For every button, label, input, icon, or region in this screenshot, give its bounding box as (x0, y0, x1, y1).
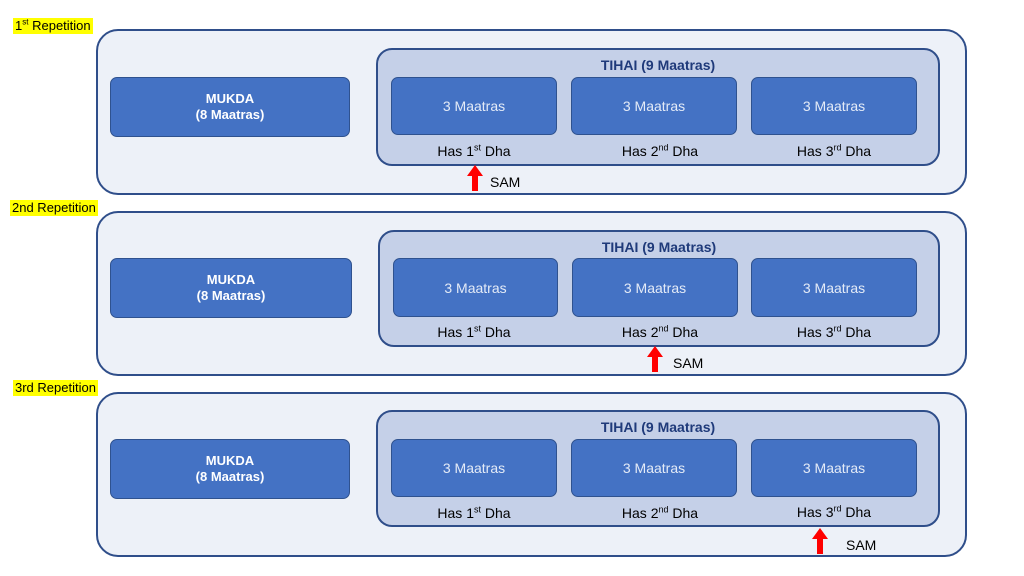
maatra-box: 3 Maatras (571, 77, 737, 135)
sam-arrow-icon (812, 528, 828, 554)
dha-label-2: Has 2nd Dha (621, 504, 699, 521)
maatra-box: 3 Maatras (391, 77, 557, 135)
dha-label-1: Has 1st Dha (437, 142, 511, 159)
tihai-title: TIHAI (9 Maatras) (600, 57, 716, 73)
sam-label: SAM (846, 537, 877, 553)
sam-label: SAM (673, 355, 704, 371)
sam-arrow-icon (467, 165, 483, 191)
dha-label-3: Has 3rd Dha (796, 323, 872, 340)
sam-label: SAM (490, 174, 521, 190)
dha-label-1: Has 1st Dha (437, 323, 511, 340)
maatra-box: 3 Maatras (572, 258, 738, 317)
dha-label-2: Has 2nd Dha (621, 323, 699, 340)
mukda-box: MUKDA(8 Maatras) (110, 439, 350, 499)
repetition-1-label: 1st Repetition (13, 17, 93, 34)
mukda-box: MUKDA(8 Maatras) (110, 77, 350, 137)
maatra-box: 3 Maatras (571, 439, 737, 497)
maatra-box: 3 Maatras (751, 258, 917, 317)
sam-arrow-icon (647, 346, 663, 372)
maatra-box: 3 Maatras (393, 258, 558, 317)
dha-label-3: Has 3rd Dha (796, 142, 872, 159)
maatra-box: 3 Maatras (751, 77, 917, 135)
dha-label-3: Has 3rd Dha (796, 503, 872, 520)
tihai-title: TIHAI (9 Maatras) (601, 239, 717, 255)
maatra-box: 3 Maatras (391, 439, 557, 497)
repetition-3-label: 3rd Repetition (13, 380, 98, 396)
dha-label-1: Has 1st Dha (437, 504, 511, 521)
dha-label-2: Has 2nd Dha (621, 142, 699, 159)
repetition-2-label: 2nd Repetition (10, 200, 98, 216)
tihai-title: TIHAI (9 Maatras) (600, 419, 716, 435)
maatra-box: 3 Maatras (751, 439, 917, 497)
mukda-box: MUKDA(8 Maatras) (110, 258, 352, 318)
